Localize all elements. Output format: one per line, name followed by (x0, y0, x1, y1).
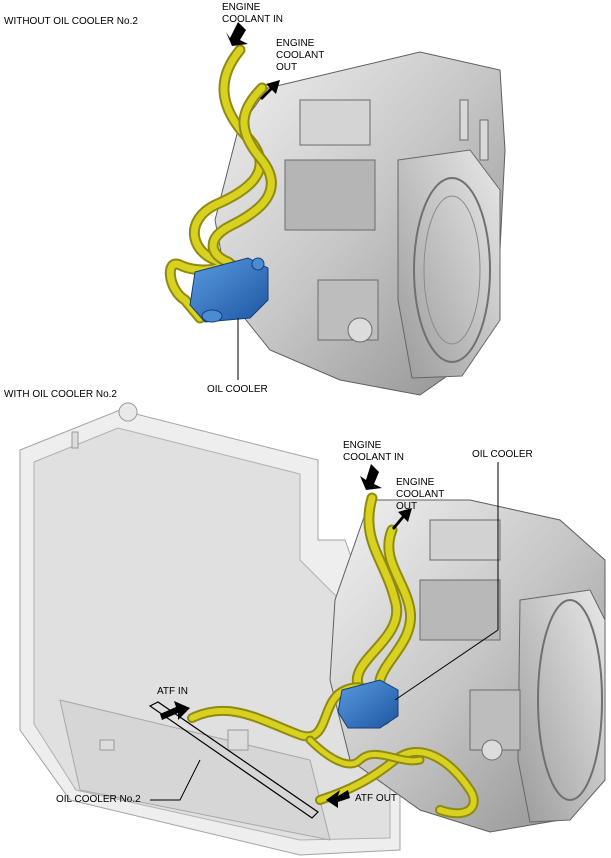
top-transmission-assembly (214, 51, 506, 396)
bottom-oil-cooler-label: OIL COOLER (472, 449, 533, 460)
bottom-coolant-in-line-1: ENGINE (343, 440, 382, 451)
top-coolant-in-label: ENGINE COOLANT IN (222, 2, 283, 26)
top-coolant-in-line-2: COOLANT IN (222, 14, 283, 25)
top-oil-cooler-label: OIL COOLER (207, 384, 268, 395)
top-coolant-hoses (164, 44, 277, 324)
top-oil-cooler (189, 257, 269, 323)
top-coolant-out-label: ENGINE COOLANT OUT (276, 38, 324, 74)
bottom-coolant-out-label: ENGINE COOLANT OUT (396, 477, 444, 513)
atf-out-label: ATF OUT (355, 793, 398, 804)
bottom-oil-cooler-leader-2 (394, 629, 499, 701)
bottom-arrow-coolant-out (392, 508, 412, 530)
oil-cooler-no2-outline (148, 701, 319, 819)
top-coolant-in-line-1: ENGINE (222, 2, 261, 13)
top-arrow-coolant-in (226, 22, 248, 46)
atf-in-label: ATF IN (157, 686, 188, 697)
bottom-coolant-out-line-2: COOLANT (396, 489, 445, 500)
oil-cooler-no2-leader (150, 759, 201, 801)
section-title-without-cooler-no2: WITHOUT OIL COOLER No.2 (4, 16, 138, 27)
atf-out-arrow (326, 790, 350, 808)
top-coolant-out-line-2: COOLANT (276, 50, 325, 61)
bottom-oil-cooler (337, 679, 399, 729)
section-title-with-cooler-no2: WITH OIL COOLER No.2 (4, 389, 117, 400)
bottom-coolant-in-line-2: COOLANT IN (343, 452, 404, 463)
bottom-coolant-out-line-1: ENGINE (396, 477, 435, 488)
bottom-coolant-out-line-3: OUT (396, 501, 418, 512)
atf-in-arrow (160, 701, 190, 720)
top-arrow-coolant-out (260, 80, 280, 100)
oil-cooler-no2-label: OIL COOLER No.2 (56, 794, 141, 805)
top-coolant-out-line-1: ENGINE (276, 38, 315, 49)
bottom-arrow-coolant-in (360, 464, 382, 490)
top-coolant-out-line-3: OUT (276, 62, 298, 73)
bottom-coolant-in-label: ENGINE COOLANT IN (343, 440, 404, 464)
